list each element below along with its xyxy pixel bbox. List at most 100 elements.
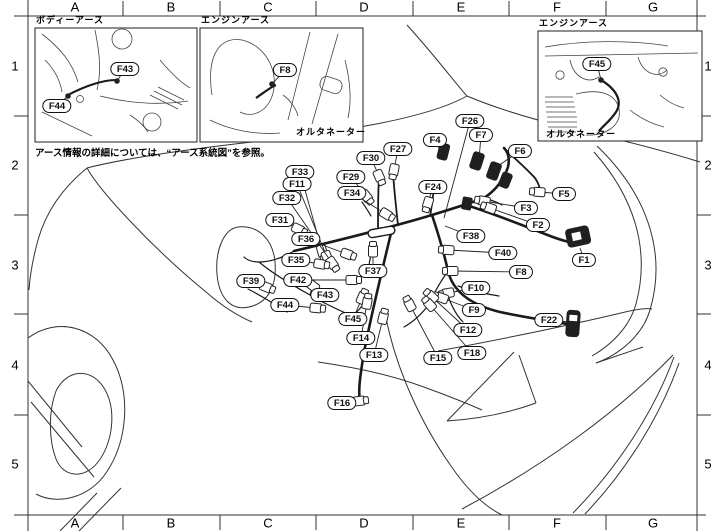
callout-f39[interactable]: F39 xyxy=(236,274,266,288)
callout-f22[interactable]: F22 xyxy=(534,313,564,327)
connector-icon xyxy=(421,195,435,214)
connector-icon xyxy=(377,307,389,325)
grid-column-G-bottom: G xyxy=(647,515,659,531)
grid-row-2-left: 2 xyxy=(11,157,19,173)
grid-column-C-bottom: C xyxy=(263,515,273,531)
inset-engine-earth-title: エンジンアース xyxy=(201,15,271,25)
connector-icon xyxy=(479,201,498,215)
callout-f11[interactable]: F11 xyxy=(282,177,312,191)
grid-row-3-right: 3 xyxy=(704,257,712,273)
inset-engine-earth-2-title: エンジンアース xyxy=(539,18,609,28)
callout-f34[interactable]: F34 xyxy=(337,186,367,200)
connector-icon xyxy=(402,294,417,313)
grid-column-C-top: C xyxy=(263,0,273,15)
grid-column-F-top: F xyxy=(553,0,561,15)
connector-icon xyxy=(437,244,455,256)
connector-icon xyxy=(441,265,459,277)
callout-f2[interactable]: F2 xyxy=(525,218,551,232)
callout-f1[interactable]: F1 xyxy=(571,253,597,267)
callout-f14[interactable]: F14 xyxy=(346,331,376,345)
callout-f24[interactable]: F24 xyxy=(418,180,448,194)
callout-f8[interactable]: F8 xyxy=(272,63,298,77)
grid-row-5-left: 5 xyxy=(11,456,19,472)
callout-f45[interactable]: F45 xyxy=(582,57,612,71)
grid-row-4-right: 4 xyxy=(704,357,712,373)
alternator-caption: オルタネーター xyxy=(546,129,617,139)
connector-icon xyxy=(388,163,400,181)
alternator-caption: オルタネーター xyxy=(296,127,367,137)
callout-f8[interactable]: F8 xyxy=(508,265,534,279)
callout-f10[interactable]: F10 xyxy=(461,281,491,295)
connector-icon xyxy=(421,295,438,313)
grid-row-1-left: 1 xyxy=(11,58,19,74)
callout-f3[interactable]: F3 xyxy=(513,201,539,215)
callout-f6[interactable]: F6 xyxy=(507,144,533,158)
callout-f37[interactable]: F37 xyxy=(358,264,388,278)
grid-column-A-bottom: A xyxy=(70,515,80,531)
inset-photo-boxes xyxy=(34,27,703,143)
callout-f36[interactable]: F36 xyxy=(291,232,321,246)
callout-f33[interactable]: F33 xyxy=(285,165,315,179)
inset-body-earth-title: ボディーアース xyxy=(36,15,105,25)
grid-row-1-right: 1 xyxy=(704,58,712,74)
leader-line xyxy=(409,304,439,359)
ground-bolt-icon xyxy=(269,81,275,87)
grid-column-D-bottom: D xyxy=(359,515,369,531)
leader-line xyxy=(429,304,473,354)
grid-row-5-right: 5 xyxy=(704,456,712,472)
connector-icon xyxy=(313,258,331,270)
callout-f32[interactable]: F32 xyxy=(272,191,302,205)
connector-icon xyxy=(309,302,327,314)
grid-column-B-bottom: B xyxy=(166,515,176,531)
grid-row-3-left: 3 xyxy=(11,257,19,273)
callout-f9[interactable]: F9 xyxy=(461,303,487,317)
leader-line xyxy=(443,120,471,219)
callout-f7[interactable]: F7 xyxy=(468,128,494,142)
callout-f43[interactable]: F43 xyxy=(110,62,140,76)
connector-icon xyxy=(368,241,378,258)
callout-f18[interactable]: F18 xyxy=(457,346,487,360)
connector-icon xyxy=(528,186,546,198)
callout-f45[interactable]: F45 xyxy=(338,312,368,326)
callout-f15[interactable]: F15 xyxy=(423,351,453,365)
connector-icon xyxy=(325,255,341,273)
callout-f12[interactable]: F12 xyxy=(453,323,483,337)
callout-f13[interactable]: F13 xyxy=(359,348,389,362)
grid-column-E-bottom: E xyxy=(456,515,466,531)
callout-f44[interactable]: F44 xyxy=(270,298,300,312)
callout-f16[interactable]: F16 xyxy=(327,396,357,410)
connector-icon xyxy=(378,207,396,222)
callout-f31[interactable]: F31 xyxy=(265,213,295,227)
grid-column-A-top: A xyxy=(70,0,80,15)
callout-f30[interactable]: F30 xyxy=(356,151,386,165)
grid-column-G-top: G xyxy=(647,0,659,15)
callout-f44[interactable]: F44 xyxy=(42,99,72,113)
callout-f35[interactable]: F35 xyxy=(281,253,311,267)
callout-f43[interactable]: F43 xyxy=(310,288,340,302)
callout-f40[interactable]: F40 xyxy=(488,246,518,260)
connector-icon xyxy=(361,292,373,310)
ground-bolt-icon xyxy=(65,93,71,99)
leader-line xyxy=(286,197,333,264)
grid-column-F-bottom: F xyxy=(553,515,561,531)
grid-row-2-right: 2 xyxy=(704,157,712,173)
ground-bolt-icon xyxy=(114,78,120,84)
car-body-outline xyxy=(27,24,701,531)
grid-column-B-top: B xyxy=(166,0,176,15)
callout-f5[interactable]: F5 xyxy=(551,187,577,201)
callout-f29[interactable]: F29 xyxy=(336,170,366,184)
connector-icon xyxy=(372,168,387,187)
callout-f4[interactable]: F4 xyxy=(422,133,448,147)
ground-bolt-icon xyxy=(598,77,604,83)
reference-note: アース情報の詳細については、“アース系統図”を参照。 xyxy=(35,148,270,159)
grid-column-E-top: E xyxy=(456,0,466,15)
connector-icon xyxy=(345,275,362,285)
callout-f42[interactable]: F42 xyxy=(283,273,313,287)
grid-row-4-left: 4 xyxy=(11,357,19,373)
callout-f26[interactable]: F26 xyxy=(455,114,485,128)
connector-icon xyxy=(339,247,358,261)
grid-column-D-top: D xyxy=(359,0,369,15)
callout-f27[interactable]: F27 xyxy=(383,142,413,156)
callout-f38[interactable]: F38 xyxy=(456,229,486,243)
